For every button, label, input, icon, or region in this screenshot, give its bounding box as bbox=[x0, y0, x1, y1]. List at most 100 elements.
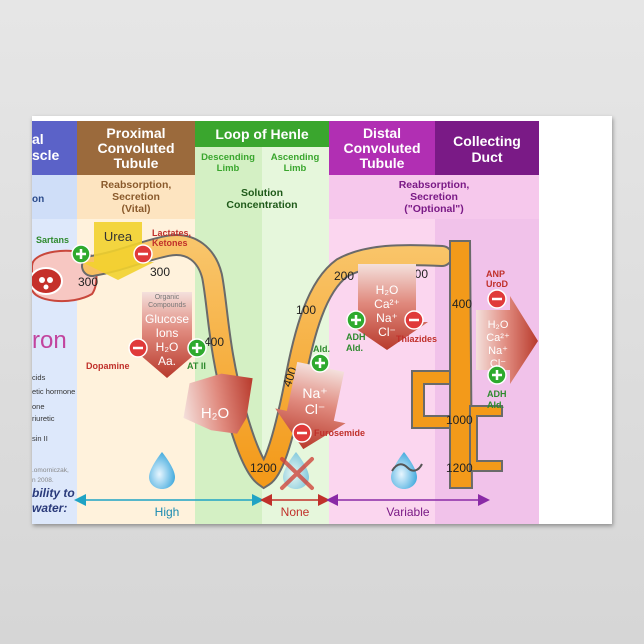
collecting-header-line1: Collecting bbox=[453, 133, 521, 149]
corpuscle-function-bg bbox=[32, 175, 77, 219]
osmolarity-bottom: 1200 bbox=[250, 461, 277, 475]
wave-icon bbox=[391, 463, 423, 472]
dct-ca-label: Ca²⁺ bbox=[374, 297, 400, 311]
osmolarity-cd-top: 400 bbox=[452, 297, 472, 311]
lactates-label-line2: Ketones bbox=[152, 238, 188, 248]
furosemide-label: Furosemide bbox=[314, 428, 365, 438]
cl-label: Cl⁻ bbox=[305, 401, 326, 417]
dct-h2o-label: H₂O bbox=[376, 283, 399, 297]
organic-label-line1: Organic bbox=[155, 294, 180, 301]
water-label: H₂O bbox=[201, 405, 229, 422]
cd-h2o-label: H₂O bbox=[488, 319, 509, 331]
organic-label-line2: Compounds bbox=[148, 302, 186, 309]
proximal-function-bg bbox=[77, 175, 195, 219]
credit-line1: .omorniczak, bbox=[32, 467, 69, 474]
descending-limb-line1: Descending bbox=[201, 152, 255, 163]
water-reabsorption-arrow bbox=[183, 373, 253, 434]
osmolarity-cd-bottom: 1200 bbox=[446, 461, 473, 475]
lactates-label-line1: Lactates, bbox=[152, 228, 191, 238]
osmolarity-asc-top: 100 bbox=[296, 303, 316, 317]
na-label: Na⁺ bbox=[302, 385, 327, 401]
descending-limb-line2: Limb bbox=[217, 163, 240, 174]
water-drop-icon bbox=[149, 452, 175, 489]
proximal-function-line3: (Vital) bbox=[122, 203, 151, 215]
osmolarity-pct-end: 300 bbox=[150, 265, 170, 279]
ald-loop-label: Ald. bbox=[313, 344, 330, 354]
dct-na-label: Na⁺ bbox=[376, 311, 398, 325]
plus-glyph bbox=[76, 249, 86, 259]
credit-line2: n 2008. bbox=[32, 477, 54, 484]
proximal-header-line2: Convoluted bbox=[98, 140, 175, 156]
distal-function-line3: ("Optional") bbox=[404, 203, 464, 215]
aa-label: Aa. bbox=[158, 354, 176, 368]
blocked-cross-icon bbox=[280, 457, 314, 490]
dct-reabsorption-arrow bbox=[346, 264, 428, 350]
plus-glyph bbox=[315, 358, 325, 368]
plus-glyph bbox=[351, 315, 361, 325]
ald-label: Ald. bbox=[346, 343, 363, 353]
proximal-function-line2: Secretion bbox=[112, 191, 160, 203]
nephron-tubule-fill bbox=[83, 236, 451, 487]
corpuscle-function: on bbox=[32, 194, 44, 205]
collecting-header bbox=[435, 121, 539, 175]
blank-margin bbox=[539, 121, 612, 524]
nephron-title-fragment: ron bbox=[32, 327, 67, 354]
nephron-poster: al scle Proximal Convoluted Tubule Loop … bbox=[32, 116, 612, 524]
left-list-item: sin II bbox=[32, 434, 48, 443]
proximal-header-line3: Tubule bbox=[114, 155, 159, 171]
water-drop-icon bbox=[391, 452, 417, 489]
left-list-item: cids bbox=[32, 373, 46, 382]
salt-reabsorption-arrow bbox=[275, 361, 346, 450]
sartans-label: Sartans bbox=[36, 235, 69, 245]
adh-label: ADH bbox=[346, 332, 366, 342]
permeability-label-line2: water: bbox=[32, 501, 67, 515]
proximal-function-line1: Reabsorption, bbox=[101, 179, 172, 191]
dct-cl-label: Cl⁻ bbox=[378, 325, 396, 339]
thiazides-label: Thiazides bbox=[396, 334, 437, 344]
ascending-limb-line2: Limb bbox=[284, 163, 307, 174]
dopamine-label: Dopamine bbox=[86, 361, 130, 371]
corpuscle-header bbox=[32, 121, 77, 175]
distal-header-line1: Distal bbox=[363, 125, 401, 141]
proximal-header-line1: Proximal bbox=[106, 125, 165, 141]
permeability-label-line1: bility to bbox=[32, 486, 75, 500]
distal-header-line3: Tubule bbox=[360, 155, 405, 171]
permeability-variable-label: Variable bbox=[386, 505, 429, 519]
distal-collecting-function-bg bbox=[329, 175, 539, 219]
henle-header-title: Loop of Henle bbox=[215, 126, 309, 142]
permeability-none-label: None bbox=[281, 505, 310, 519]
henle-header bbox=[195, 121, 329, 147]
henle-function-line2: Concentration bbox=[226, 199, 297, 211]
distal-header-line2: Convoluted bbox=[344, 140, 421, 156]
ascending-limb-line1: Ascending bbox=[271, 152, 320, 163]
osmolarity-dct-start: 200 bbox=[334, 269, 354, 283]
cd-na-label: Na⁺ bbox=[488, 345, 508, 357]
permeability-high-label: High bbox=[155, 505, 180, 519]
left-list-item: riuretic bbox=[32, 414, 55, 423]
distal-function-line2: Secretion bbox=[410, 191, 458, 203]
cd-ca-label: Ca²⁺ bbox=[486, 332, 510, 344]
left-list-item: etic hormone bbox=[32, 387, 75, 396]
anp-label: ANP bbox=[486, 269, 505, 279]
osmolarity-desc-mid: 400 bbox=[204, 335, 224, 349]
urod-label: UroD bbox=[486, 279, 508, 289]
cd-reabsorption-arrow bbox=[476, 296, 538, 384]
collecting-duct bbox=[411, 240, 503, 489]
osmolarity-pct-start: 300 bbox=[78, 275, 98, 289]
proximal-header bbox=[77, 121, 195, 175]
pct-reabsorption-arrow bbox=[132, 292, 202, 378]
collecting-header-line2: Duct bbox=[471, 149, 502, 165]
glucose-label: Glucose bbox=[145, 312, 189, 326]
at2-label: AT II bbox=[187, 361, 206, 371]
urea-label: Urea bbox=[104, 229, 133, 244]
ions-label: Ions bbox=[156, 326, 179, 340]
cd-ald-label: Ald. bbox=[487, 400, 504, 410]
corpuscle-header-line1: al bbox=[32, 131, 44, 147]
h2o-label: H₂O bbox=[156, 340, 179, 354]
corpuscle-header-line2: scle bbox=[32, 147, 59, 163]
urea-arrow bbox=[82, 222, 154, 280]
distal-header bbox=[329, 121, 435, 175]
plus-glyph bbox=[492, 370, 502, 380]
osmolarity-cd-mid: 1000 bbox=[446, 413, 473, 427]
nephron-diagram: al scle Proximal Convoluted Tubule Loop … bbox=[32, 121, 612, 524]
